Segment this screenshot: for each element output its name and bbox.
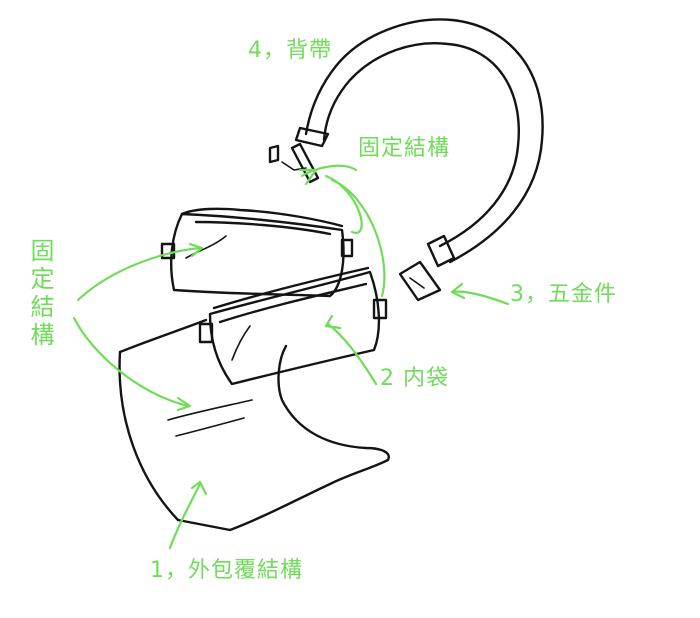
annotation-arrows xyxy=(72,164,510,550)
label-inner-bag: 2 内袋 xyxy=(380,366,449,391)
arrow-hardware xyxy=(450,290,510,306)
arrow-inner-bag xyxy=(326,322,378,386)
inner-pouch-lower-drawing xyxy=(198,266,388,386)
arrow-fixing-to-pouch-lower xyxy=(330,178,386,298)
outer-cover-drawing xyxy=(118,318,390,532)
label-fixing-right: 固定結構 xyxy=(358,136,451,161)
inner-pouch-upper-drawing xyxy=(160,207,354,298)
label-outer-cover: 1，外包覆結構 xyxy=(150,558,303,583)
strap-drawing xyxy=(294,18,544,268)
label-hardware: 3，五金件 xyxy=(510,282,617,307)
hardware-buckle-drawing xyxy=(398,260,442,302)
arrow-left-lower xyxy=(72,316,190,408)
label-strap: 4，背帶 xyxy=(248,38,332,63)
arrow-left-upper xyxy=(76,246,202,302)
arrow-outer-cover xyxy=(168,482,202,550)
label-fixing-left: 固定結構 xyxy=(26,238,54,350)
arrow-strap-fixing xyxy=(300,164,358,178)
